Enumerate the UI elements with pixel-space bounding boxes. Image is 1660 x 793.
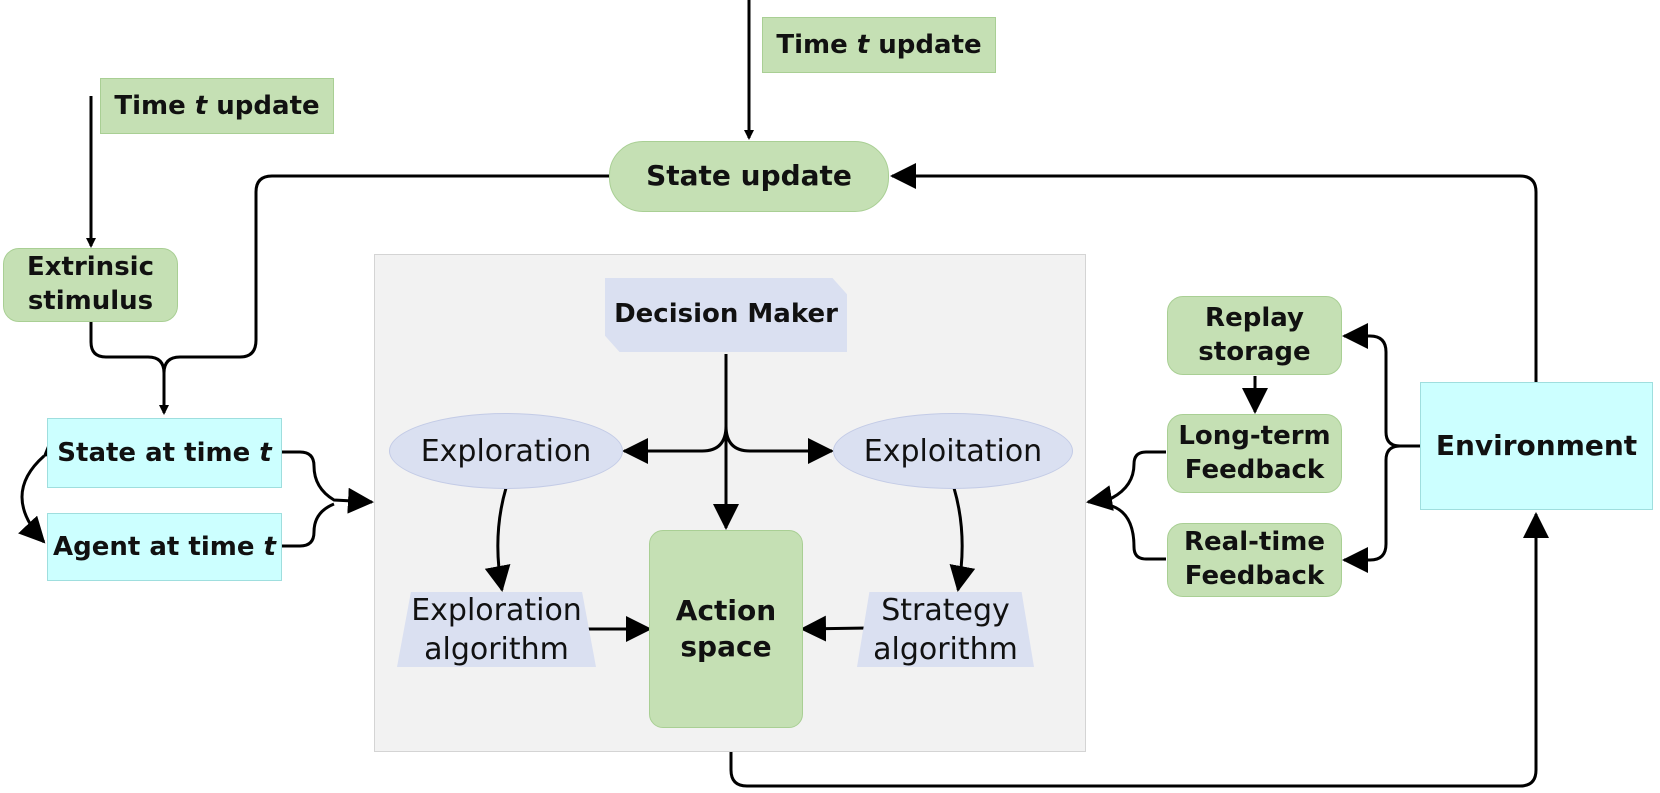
long-term-feedback-node: Long-term Feedback — [1167, 414, 1342, 493]
arrow-dm-exploitation — [724, 425, 834, 464]
arrow-agent-to-panel — [282, 502, 335, 548]
arrow-dm-exploration — [622, 425, 728, 464]
arrow-extrinsic-merge — [89, 320, 166, 374]
arrow-state-update-to-state — [159, 174, 610, 415]
arrow-env-to-realtime — [1342, 444, 1401, 573]
exploration-algorithm-node: Exploration algorithm — [397, 592, 596, 667]
real-time-feedback-node: Real-time Feedback — [1167, 523, 1342, 597]
replay-storage-node: Replay storage — [1167, 296, 1342, 375]
exploration-node: Exploration — [389, 413, 623, 489]
environment-node: Environment — [1420, 382, 1653, 510]
decision-maker-node: Decision Maker — [605, 278, 847, 352]
arrow-exploration-to-algorithm — [484, 487, 511, 592]
action-space-node: Action space — [649, 530, 803, 728]
state-at-time-node: State at time t — [47, 418, 282, 488]
arrow-state-agent-loop — [18, 430, 71, 544]
arrow-strategy-alg-to-action — [800, 615, 869, 642]
agent-at-time-node: Agent at time t — [47, 513, 282, 581]
arrow-env-to-replay — [1342, 323, 1420, 448]
state-update-node: State update — [609, 141, 889, 212]
arrow-state-to-panel — [282, 450, 374, 514]
strategy-algorithm-node: Strategy algorithm — [857, 592, 1034, 667]
arrow-realtime-to-panel — [1111, 504, 1166, 561]
arrow-panel-to-environment — [729, 512, 1549, 788]
arrow-longterm-to-panel — [1086, 450, 1166, 511]
extrinsic-stimulus-node: Extrinsic stimulus — [3, 248, 178, 322]
arrow-environment-to-state-update — [890, 163, 1538, 382]
exploitation-node: Exploitation — [833, 413, 1073, 489]
time-update-top-label: Time t update — [762, 17, 996, 73]
arrow-exploitation-to-strategy — [949, 487, 976, 592]
time-update-left-label: Time t update — [100, 78, 334, 134]
